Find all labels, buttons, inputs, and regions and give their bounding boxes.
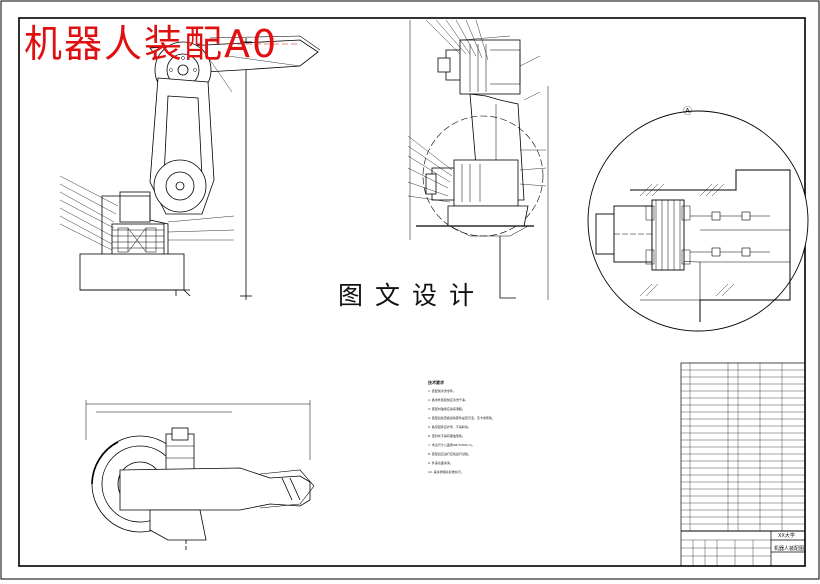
inner-border [18,17,806,567]
note-line: 8. 装配后应进行空载运行试验。 [428,452,471,456]
note-line: 5. 各紧固件应拧紧，不得松动。 [428,425,471,429]
notes-heading: 技术要求 [428,380,444,385]
front-view [59,35,321,300]
note-line: 4. 装配后检查各运动部件是否灵活，无卡滞现象。 [428,416,495,420]
title-block-school: XX大学 [778,533,795,539]
technical-notes: 技术要求 1. 装配前清洗零件。 2. 各零件装配前应清洗干净。 3. 装配时轴… [428,378,664,477]
note-line: 3. 装配时轴承应涂润滑脂。 [428,407,465,411]
title-block-drawing-name: 机器人装配图 [774,546,805,552]
top-view [85,400,315,552]
note-line: 2. 各零件装配前应清洗干净。 [428,398,468,402]
watermark-text: 图文设计 [338,281,487,310]
drawing-title-overlay: 机器人装配A0 [24,22,279,66]
title-block [680,362,806,567]
detail-view [587,110,809,332]
note-line: 6. 密封处不得有漏油现象。 [428,434,465,438]
note-line: 7. 未注尺寸公差按GB/T1804-m。 [428,443,475,447]
note-line: 9. 外露表面涂漆。 [428,461,453,465]
detail-view-marker: Ⓐ [683,107,693,117]
note-line: 10. 其余按相关标准执行。 [428,470,464,474]
note-line: 1. 装配前清洗零件。 [428,389,456,393]
side-view [407,19,549,300]
